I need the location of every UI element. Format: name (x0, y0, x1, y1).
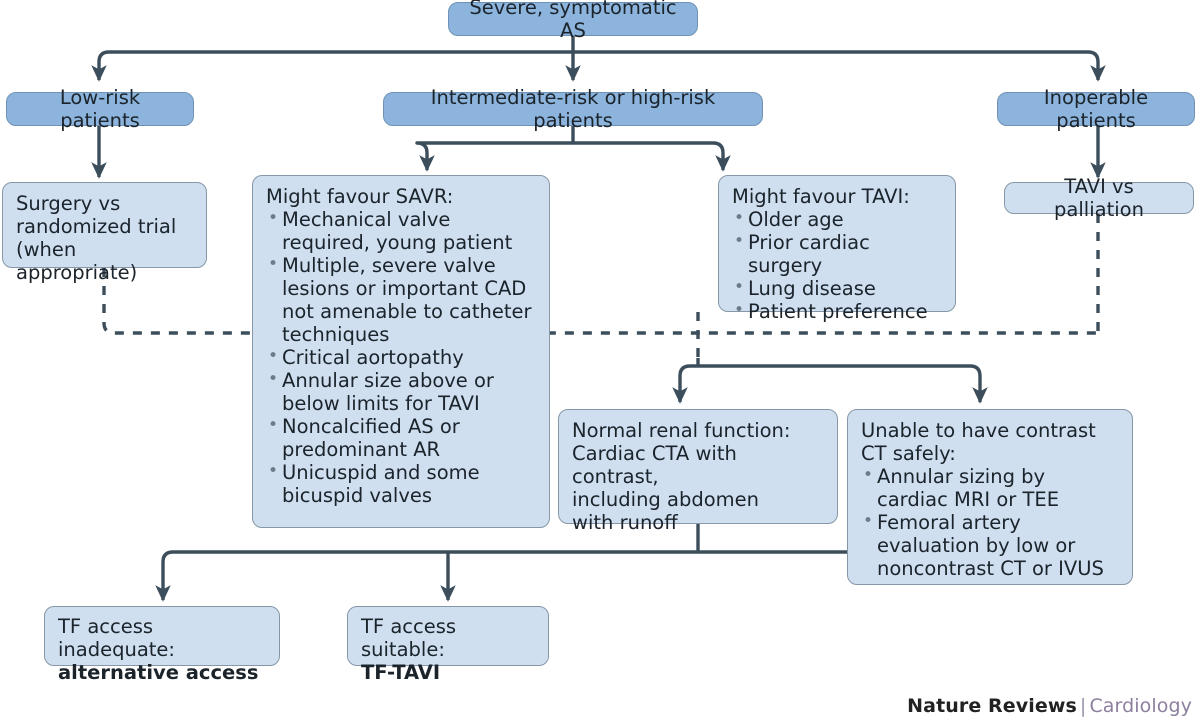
node-label: TF access inadequate: (58, 615, 175, 661)
list-item: Femoral artery evaluation by low or nonc… (861, 511, 1120, 581)
node-label: Surgery vs randomized trial (when approp… (16, 192, 177, 284)
journal-credit: Nature Reviews|Cardiology (907, 695, 1192, 717)
node-emphasis-label: TF-TAVI (361, 661, 441, 684)
node-label: Severe, symptomatic AS (469, 0, 677, 42)
node-unable-contrast-ct[interactable]: Unable to have contrast CT safely: Annul… (847, 409, 1133, 585)
no-contrast-options-list: Annular sizing by cardiac MRI or TEE Fem… (861, 465, 1120, 581)
journal-separator: | (1079, 695, 1087, 717)
node-tf-access-inadequate[interactable]: TF access inadequate: alternative access (44, 606, 280, 684)
node-lead-label: Might favour SAVR: (266, 185, 454, 208)
node-might-favour-savr[interactable]: Might favour SAVR: Mechanical valve requ… (252, 175, 550, 528)
node-inoperable-patients[interactable]: Inoperable patients (997, 86, 1195, 132)
node-normal-renal-function-cta[interactable]: Normal renal function: Cardiac CTA with … (558, 409, 838, 534)
node-might-favour-tavi[interactable]: Might favour TAVI: Older age Prior cardi… (718, 175, 956, 323)
node-severe-symptomatic-as[interactable]: Severe, symptomatic AS (448, 0, 698, 42)
node-lead-label: Might favour TAVI: (732, 185, 910, 208)
node-lead-label: Unable to have contrast CT safely: (861, 419, 1096, 465)
list-item: Annular size above or below limits for T… (266, 369, 537, 416)
node-tavi-vs-palliation[interactable]: TAVI vs palliation (1004, 175, 1194, 221)
savr-criteria-list: Mechanical valve required, young patient… (266, 208, 537, 508)
list-item: Mechanical valve required, young patient (266, 208, 537, 255)
list-item: Patient preference (732, 300, 943, 324)
tavi-criteria-list: Older age Prior cardiac surgery Lung dis… (732, 208, 943, 324)
journal-name: Cardiology (1089, 695, 1192, 717)
list-item: Unicuspid and some bicuspid valves (266, 461, 537, 508)
list-item: Critical aortopathy (266, 346, 537, 370)
node-label: Normal renal function: Cardiac CTA with … (572, 419, 791, 534)
node-intermediate-high-risk-patients[interactable]: Intermediate-risk or high-risk patients (383, 86, 763, 132)
node-label: Intermediate-risk or high-risk patients (430, 86, 716, 132)
node-label: Inoperable patients (1043, 86, 1149, 132)
node-label: TF access suitable: (361, 615, 457, 661)
list-item: Lung disease (732, 277, 943, 301)
journal-brand: Nature Reviews (907, 695, 1077, 717)
node-label: Low-risk patients (59, 86, 141, 132)
node-low-risk-patients[interactable]: Low-risk patients (6, 86, 194, 132)
node-label: TAVI vs palliation (1054, 175, 1144, 221)
node-emphasis-label: alternative access (58, 661, 259, 684)
list-item: Older age (732, 208, 943, 232)
node-surgery-vs-randomized-trial[interactable]: Surgery vs randomized trial (when approp… (2, 182, 207, 284)
node-tf-access-suitable[interactable]: TF access suitable: TF-TAVI (347, 606, 549, 684)
list-item: Noncalcified AS or predominant AR (266, 415, 537, 462)
list-item: Prior cardiac surgery (732, 231, 943, 278)
list-item: Multiple, severe valve lesions or import… (266, 254, 537, 347)
list-item: Annular sizing by cardiac MRI or TEE (861, 465, 1120, 512)
